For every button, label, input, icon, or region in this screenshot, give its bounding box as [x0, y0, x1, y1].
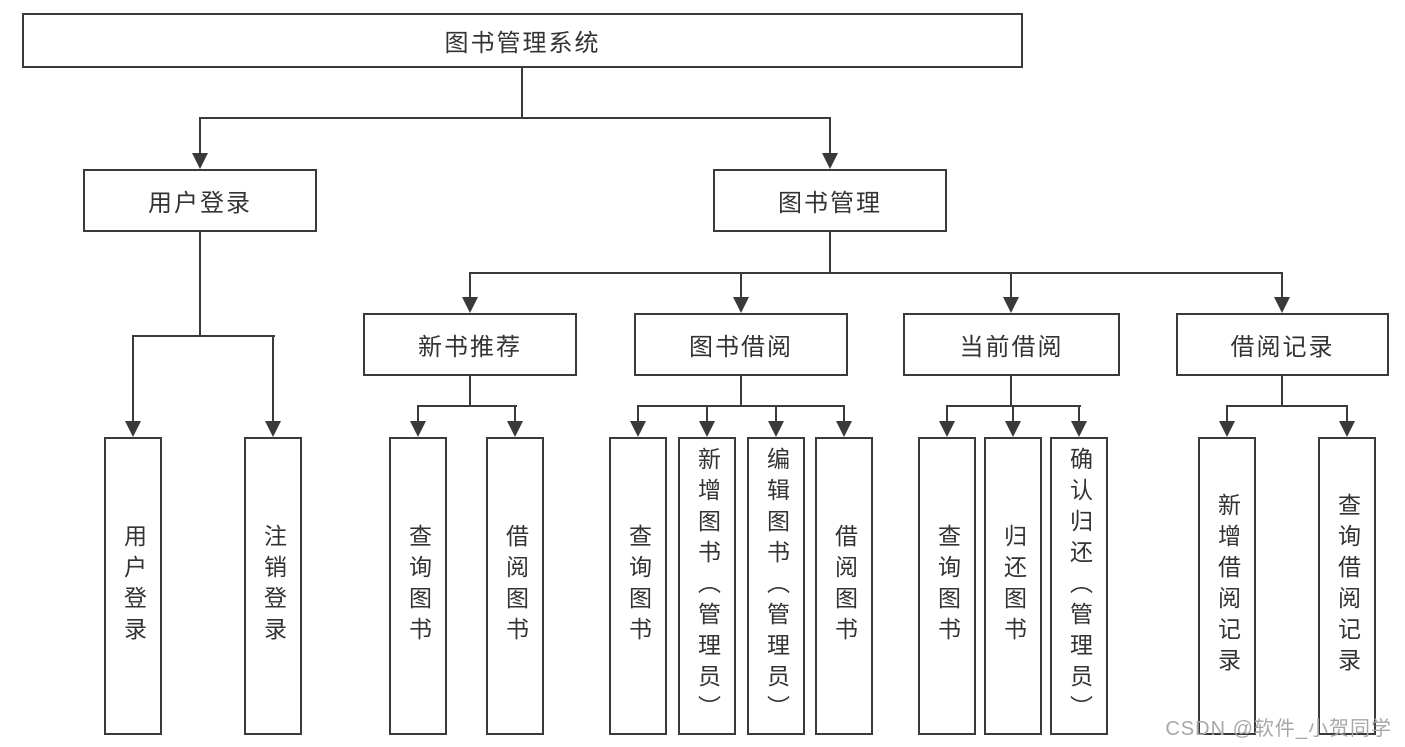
connector-book-borrowing-rail	[637, 405, 845, 407]
connector-stub-book-management	[829, 117, 831, 153]
connector-stub	[514, 405, 516, 421]
arrowhead-query-books-recommend	[410, 421, 426, 437]
arrowhead-leaf-user-login	[125, 421, 141, 437]
node-label: 图书管理系统	[444, 30, 601, 57]
node-new-book-recommendation: 新书推荐	[363, 313, 577, 376]
connector-stub-current-borrowing	[1010, 272, 1012, 297]
leaf-label: 新增图书（管理员）	[694, 446, 721, 726]
leaf-label: 查询借阅记录	[1334, 493, 1361, 679]
leaf-query-books-current: 查询图书	[918, 437, 976, 735]
arrowhead-edit-book-admin	[768, 421, 784, 437]
connector-stub-leaf-logout	[272, 335, 274, 421]
leaf-label: 用户登录	[120, 524, 147, 648]
leaf-label: 归还图书	[1000, 524, 1027, 648]
arrowhead-borrow-books-recommend	[507, 421, 523, 437]
arrowhead-add-borrow-record	[1219, 421, 1235, 437]
node-book-management: 图书管理	[713, 169, 947, 232]
connector-stub	[775, 405, 777, 421]
leaf-confirm-return-admin: 确认归还（管理员）	[1050, 437, 1108, 735]
connector-borrowing-records-rail	[1226, 405, 1348, 407]
connector-stub-new-book	[469, 272, 471, 297]
leaf-label: 新增借阅记录	[1214, 493, 1241, 679]
connector-current-borrowing-stem	[1010, 376, 1012, 407]
node-label: 图书借阅	[689, 334, 793, 361]
arrowhead-book-borrowing	[733, 297, 749, 313]
connector-stub-book-borrowing	[740, 272, 742, 297]
leaf-label: 查询图书	[625, 524, 652, 648]
connector-stub	[1012, 405, 1014, 421]
connector-stub	[1226, 405, 1228, 421]
node-user-login: 用户登录	[83, 169, 317, 232]
connector-stub-borrowing-records	[1281, 272, 1283, 297]
leaf-label: 查询图书	[934, 524, 961, 648]
leaf-borrow-books-borrowing: 借阅图书	[815, 437, 873, 735]
leaf-return-books: 归还图书	[984, 437, 1042, 735]
node-label: 借阅记录	[1230, 334, 1335, 361]
connector-root-stem	[521, 68, 523, 119]
node-library-management-system: 图书管理系统	[22, 13, 1023, 68]
arrowhead-new-book	[462, 297, 478, 313]
arrowhead-borrow-books-borrowing	[836, 421, 852, 437]
connector-stub-user-login	[199, 117, 201, 153]
leaf-query-books-borrowing: 查询图书	[609, 437, 667, 735]
connector-borrowing-records-stem	[1281, 376, 1283, 407]
leaf-logout: 注销登录	[244, 437, 302, 735]
arrowhead-query-books-current	[939, 421, 955, 437]
connector-stub	[706, 405, 708, 421]
leaf-user-login: 用户登录	[104, 437, 162, 735]
arrowhead-query-borrow-record	[1339, 421, 1355, 437]
node-borrowing-records: 借阅记录	[1176, 313, 1389, 376]
leaf-label: 编辑图书（管理员）	[763, 446, 790, 726]
csdn-watermark: CSDN @软件_小贺同学	[1165, 718, 1392, 740]
node-label: 用户登录	[148, 190, 252, 217]
node-label: 新书推荐	[418, 334, 522, 361]
leaf-label: 借阅图书	[831, 524, 858, 648]
arrowhead-leaf-logout	[265, 421, 281, 437]
arrowhead-book-management	[822, 153, 838, 169]
connector-user-login-stem	[199, 232, 201, 337]
leaf-add-book-admin: 新增图书（管理员）	[678, 437, 736, 735]
connector-book-management-stem	[829, 232, 831, 274]
node-current-borrowing: 当前借阅	[903, 313, 1120, 376]
connector-book-management-rail	[469, 272, 1283, 274]
leaf-label: 确认归还（管理员）	[1066, 446, 1093, 726]
connector-new-book-rail	[417, 405, 517, 407]
arrowhead-confirm-return-admin	[1071, 421, 1087, 437]
connector-stub	[946, 405, 948, 421]
connector-stub	[637, 405, 639, 421]
node-book-borrowing: 图书借阅	[634, 313, 848, 376]
leaf-query-books-recommend: 查询图书	[389, 437, 447, 735]
arrowhead-return-books	[1005, 421, 1021, 437]
node-label: 图书管理	[778, 190, 882, 217]
arrowhead-current-borrowing	[1003, 297, 1019, 313]
connector-stub	[1346, 405, 1348, 421]
connector-root-rail	[199, 117, 831, 119]
connector-new-book-stem	[469, 376, 471, 407]
arrowhead-add-book-admin	[699, 421, 715, 437]
connector-stub	[1078, 405, 1080, 421]
arrowhead-borrowing-records	[1274, 297, 1290, 313]
connector-user-login-rail	[132, 335, 275, 337]
connector-stub-leaf-user-login	[132, 335, 134, 421]
leaf-query-borrow-record: 查询借阅记录	[1318, 437, 1376, 735]
arrowhead-query-books-borrowing	[630, 421, 646, 437]
connector-stub	[417, 405, 419, 421]
leaf-edit-book-admin: 编辑图书（管理员）	[747, 437, 805, 735]
leaf-label: 查询图书	[405, 524, 432, 648]
leaf-label: 借阅图书	[502, 524, 529, 648]
connector-stub	[843, 405, 845, 421]
node-label: 当前借阅	[959, 334, 1064, 361]
leaf-add-borrow-record: 新增借阅记录	[1198, 437, 1256, 735]
leaf-label: 注销登录	[260, 524, 287, 648]
connector-book-borrowing-stem	[740, 376, 742, 407]
arrowhead-user-login	[192, 153, 208, 169]
leaf-borrow-books-recommend: 借阅图书	[486, 437, 544, 735]
